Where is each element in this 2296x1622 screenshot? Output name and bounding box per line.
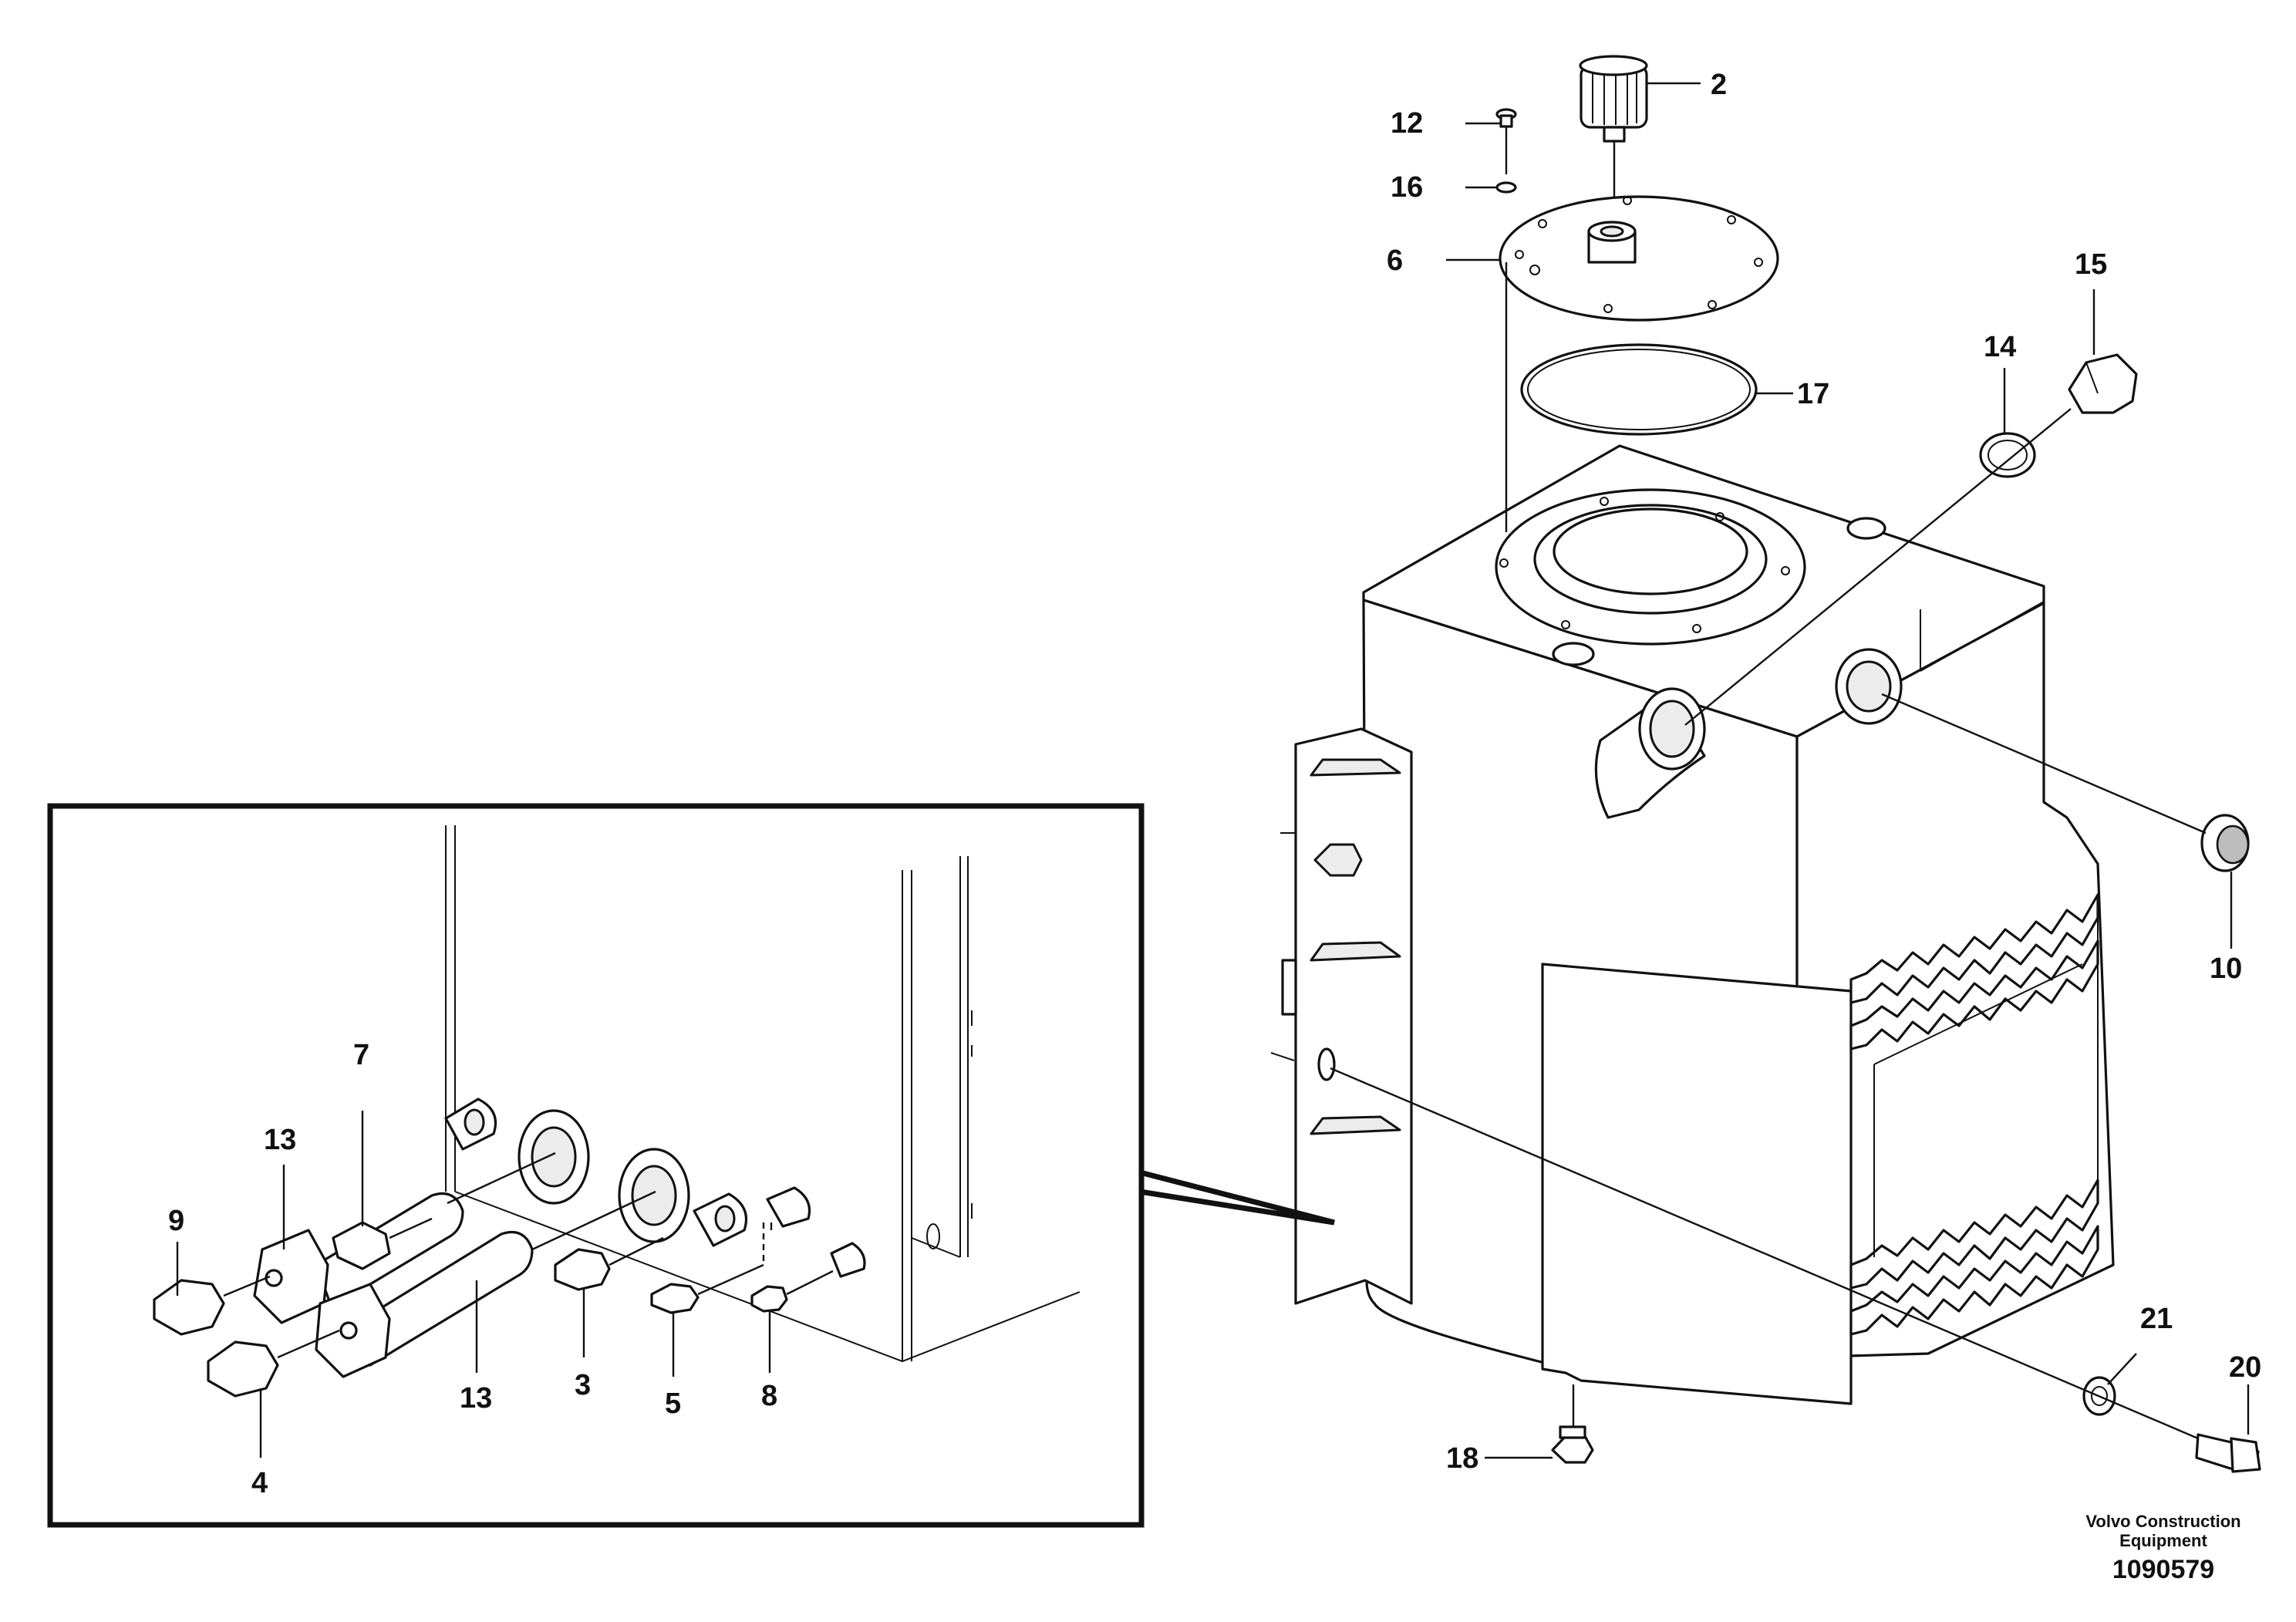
label-14: 14: [1984, 331, 2016, 363]
leader-10-axis: [1881, 693, 2207, 835]
leader-lines: [1446, 82, 2250, 1459]
label-6: 6: [1387, 244, 1403, 277]
hydraulic-tank: [1270, 444, 2115, 1405]
label-3: 3: [575, 1369, 591, 1401]
label-12: 12: [1391, 107, 1423, 140]
label-13-top: 13: [264, 1124, 296, 1156]
leader-20-axis: [1330, 1067, 2199, 1440]
nipple-5: [650, 1263, 764, 1314]
leader-15-axis: [1684, 408, 2072, 726]
label-17: 17: [1797, 378, 1829, 410]
nipple-8: [750, 1270, 834, 1313]
credit-line-2: Equipment: [2119, 1531, 2207, 1550]
detail-inset: [47, 803, 1335, 1528]
label-8: 8: [761, 1380, 777, 1412]
label-20: 20: [2229, 1351, 2261, 1384]
label-4: 4: [251, 1467, 268, 1499]
plug-18: [1551, 1425, 1594, 1464]
adapter-3: [554, 1236, 664, 1291]
adapter-9: [153, 1275, 271, 1336]
label-21: 21: [2140, 1303, 2173, 1335]
callout-labels: 2 12 16 6 17 15 14 10 21 20 18 7 13 9 13…: [168, 69, 2261, 1499]
label-2: 2: [1711, 69, 1727, 101]
o-ring-17: [1520, 343, 1758, 436]
label-9: 9: [168, 1205, 184, 1237]
label-16: 16: [1391, 171, 1423, 204]
label-7: 7: [353, 1039, 369, 1071]
bolt-20: [2195, 1433, 2261, 1473]
adapter-4: [207, 1329, 340, 1398]
seal-ring-14: [1979, 432, 2036, 478]
screw-12: [1495, 108, 1517, 174]
label-18: 18: [1446, 1442, 1478, 1475]
cover-plate: [1499, 195, 1779, 322]
breather-cap: [1579, 55, 1648, 143]
label-10: 10: [2210, 953, 2242, 985]
label-15: 15: [2075, 248, 2107, 281]
label-13-bottom: 13: [460, 1382, 492, 1415]
cap-15: [2068, 353, 2138, 414]
credit-line-1: Volvo Construction: [2085, 1512, 2240, 1531]
washer-16: [1495, 181, 1517, 194]
drawing-number: 1090579: [2112, 1555, 2214, 1584]
fitting-10: [2200, 814, 2250, 872]
label-5: 5: [665, 1388, 681, 1420]
drawing-footer: Volvo Construction Equipment 1090579: [2085, 1512, 2240, 1584]
